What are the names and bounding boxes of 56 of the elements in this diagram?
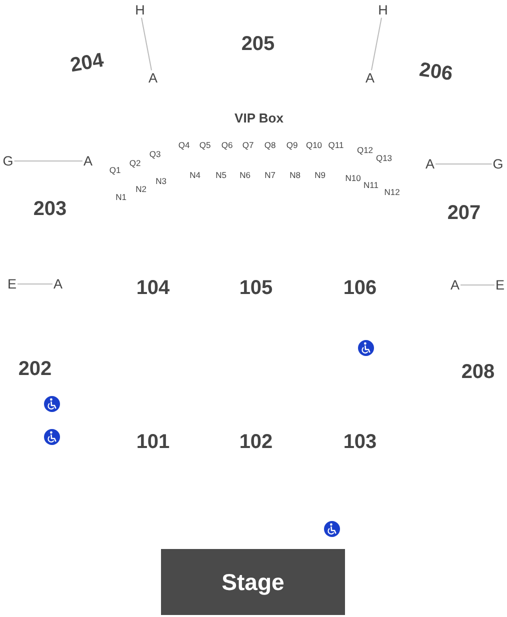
- aisle-letter: H: [378, 3, 388, 17]
- section-number: 205: [241, 34, 275, 54]
- row-label: N7: [264, 170, 276, 180]
- aisle-line: [14, 160, 83, 162]
- row-label: N11: [364, 180, 378, 190]
- row-label: N1: [116, 192, 126, 202]
- row-label: Q5: [199, 140, 211, 150]
- row-label: Q9: [286, 140, 298, 150]
- aisle-letter: A: [84, 154, 92, 168]
- row-label: Q8: [264, 140, 276, 150]
- aisle-letter: A: [426, 157, 434, 171]
- row-label: N2: [136, 184, 146, 194]
- aisle-line: [370, 17, 382, 71]
- section-number: 106: [343, 278, 377, 298]
- row-label: N12: [384, 188, 400, 196]
- row-label: N10: [345, 174, 361, 182]
- section-number: 202: [18, 359, 52, 379]
- section-label: VIP Box: [234, 112, 284, 124]
- section-number: 102: [239, 432, 273, 452]
- row-label: Q13: [376, 154, 392, 162]
- section-number: 208: [461, 362, 495, 382]
- aisle-letter: A: [54, 277, 62, 291]
- section-number: 206: [418, 60, 454, 84]
- aisle-letter: E: [8, 277, 16, 291]
- stage-block: Stage: [161, 549, 345, 615]
- section-number: 203: [33, 199, 67, 219]
- row-label: Q7: [242, 140, 254, 150]
- aisle-letter: G: [2, 154, 14, 168]
- row-label: N9: [314, 170, 326, 180]
- row-label: Q4: [178, 140, 190, 150]
- row-label: Q3: [149, 150, 161, 158]
- section-number: 207: [447, 203, 481, 223]
- row-label: N5: [216, 170, 226, 180]
- section-number: 204: [68, 50, 106, 76]
- aisle-line: [140, 17, 152, 71]
- row-label: Q6: [221, 140, 233, 150]
- row-label: N4: [190, 170, 200, 180]
- row-label: Q12: [356, 146, 374, 154]
- aisle-line: [460, 284, 495, 286]
- aisle-letter: H: [135, 3, 145, 17]
- aisle-letter: A: [450, 278, 460, 292]
- section-number: 103: [343, 432, 377, 452]
- row-label: N8: [290, 170, 300, 180]
- aisle-letter: A: [366, 71, 374, 85]
- section-number: 101: [136, 432, 170, 452]
- row-label: Q11: [328, 140, 344, 150]
- row-label: Q1: [109, 166, 121, 174]
- aisle-letter: E: [496, 278, 504, 292]
- section-number: 105: [239, 278, 273, 298]
- row-label: N6: [240, 170, 250, 180]
- row-label: Q10: [306, 140, 322, 150]
- aisle-letter: G: [492, 157, 504, 171]
- row-label: N3: [156, 176, 166, 186]
- aisle-letter: A: [148, 71, 158, 85]
- row-label: Q2: [129, 158, 141, 168]
- section-number: 104: [136, 278, 170, 298]
